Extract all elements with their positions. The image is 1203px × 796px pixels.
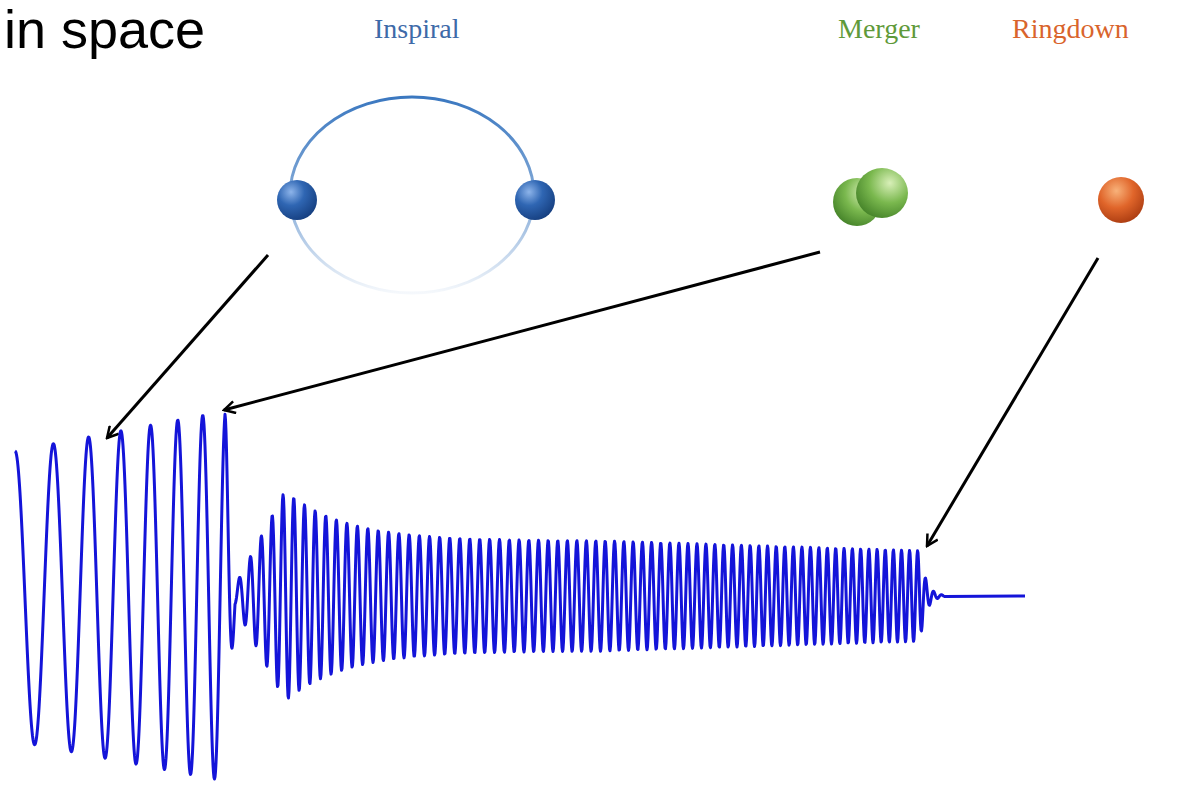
orbit-path xyxy=(290,97,534,293)
slide-title: in space xyxy=(4,0,205,59)
merging-blob xyxy=(833,168,908,226)
phase-label: Ringdown xyxy=(1012,14,1129,45)
final-black-hole xyxy=(1098,177,1144,223)
phase-label: Merger xyxy=(838,14,920,45)
pointer-arrows xyxy=(107,252,1098,546)
gravitational-waveform xyxy=(15,414,1025,779)
black-hole-sphere xyxy=(515,180,555,220)
black-hole-sphere xyxy=(277,180,317,220)
phase-label: Inspiral xyxy=(374,14,460,45)
